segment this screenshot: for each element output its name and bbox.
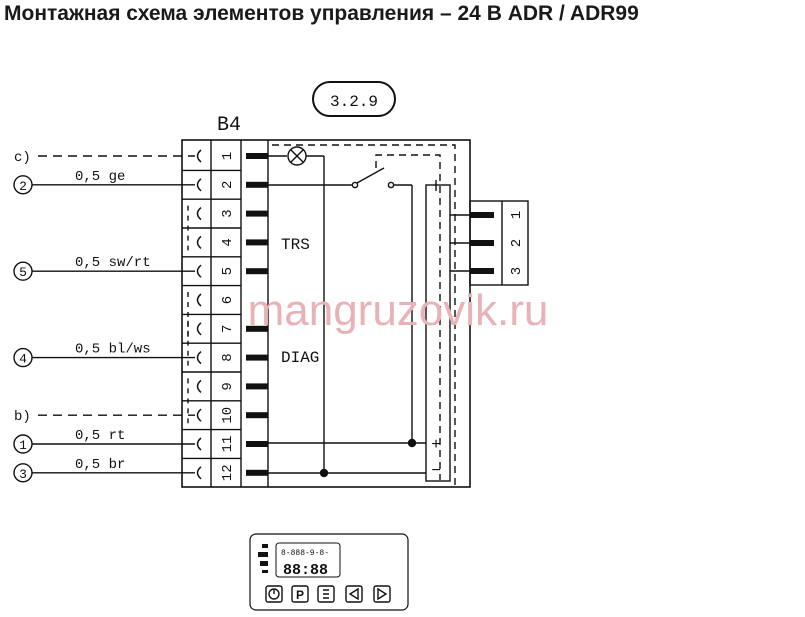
connector-housing [181, 139, 471, 488]
section-ref-text: 3.2.9 [330, 93, 378, 111]
wire-tag: 5 [19, 265, 27, 280]
plus-sign: + [431, 436, 441, 454]
terminal-number: 9 [220, 382, 236, 390]
indicator-lamp-icon [287, 146, 307, 166]
clock-icon[interactable] [265, 585, 283, 603]
trs-label: TRS [281, 236, 310, 254]
terminal-number: 2 [220, 181, 236, 189]
terminal-socket-icon [196, 466, 202, 480]
terminal-number: 1 [220, 152, 236, 160]
terminal-number: 10 [220, 407, 236, 424]
wire-label: 0,5 rt [75, 428, 125, 444]
terminal-pin [246, 268, 268, 275]
display-digits: 88:88 [283, 562, 328, 579]
wire-tag: c) [14, 150, 31, 166]
connector-label: B4 [217, 114, 241, 137]
section-ref-badge: 3.2.9 [312, 81, 396, 117]
terminal-pin [246, 153, 268, 159]
right-pin-label: 1 [509, 211, 525, 219]
right-pin-label: 2 [509, 239, 525, 247]
switch-icon [351, 167, 395, 189]
watermark: mangruzovik.ru [248, 286, 549, 335]
right-pin-label: 3 [509, 267, 525, 275]
terminal-number: 4 [220, 238, 236, 246]
terminal-number: 5 [220, 267, 236, 275]
terminal-number: 11 [220, 436, 236, 453]
internal-enclosure [272, 144, 456, 487]
terminal-socket-icon [196, 351, 202, 365]
terminal-socket-icon [196, 379, 202, 393]
terminal-pin [246, 239, 268, 246]
terminal-number: 6 [220, 296, 236, 304]
terminal-pin [246, 469, 268, 476]
terminal-socket-icon [196, 235, 202, 249]
wire-tag: 1 [19, 438, 27, 453]
terminal-socket-icon [196, 264, 202, 278]
heat-icon[interactable] [317, 585, 335, 603]
terminal-socket-icon [196, 293, 202, 307]
terminal-socket-icon [196, 322, 202, 336]
terminal-number: 12 [220, 464, 236, 481]
wire-tag: b) [14, 409, 31, 425]
wire-label: 0,5 bl/ws [75, 342, 151, 358]
terminal-pin [246, 210, 268, 217]
wire-tag: 3 [19, 467, 27, 482]
terminal-socket-icon [196, 437, 202, 451]
page-title: Монтажная схема элементов управления – 2… [4, 2, 639, 25]
terminal-number: 8 [220, 353, 236, 361]
right-arrow-icon[interactable] [373, 585, 391, 603]
terminal-socket-icon [196, 178, 202, 192]
wire-tag: 4 [19, 352, 27, 367]
terminal-pin [246, 441, 268, 447]
junction-dot [407, 438, 417, 448]
terminal-pin [246, 354, 268, 361]
control-panel: 8-888-9-8- 88:88 P [249, 533, 409, 611]
svg-text:P: P [296, 588, 304, 602]
wire-label: 0,5 sw/rt [75, 255, 151, 271]
junction-dot [319, 468, 329, 478]
terminal-pin [246, 325, 268, 332]
control-module [425, 184, 451, 482]
wire-tag: 2 [19, 179, 27, 194]
terminal-pin [246, 412, 268, 419]
terminal-pin [246, 383, 268, 390]
diag-label: DIAG [281, 349, 319, 367]
minus-sign: − [431, 462, 441, 480]
terminal-number: 3 [220, 209, 236, 217]
terminal-socket-icon [196, 408, 202, 422]
wire-label: 0,5 ge [75, 169, 125, 185]
display-top-text: 8-888-9-8- [281, 549, 329, 558]
terminal-pin [246, 181, 268, 188]
terminal-socket-icon [196, 207, 202, 221]
brand-logo-icon [258, 544, 268, 573]
switch-enclosure [375, 154, 441, 480]
terminal-socket-icon [196, 149, 202, 163]
left-arrow-icon[interactable] [345, 585, 363, 603]
p-icon[interactable]: P [291, 585, 309, 603]
terminal-number: 7 [220, 325, 236, 333]
wire-label: 0,5 br [75, 457, 125, 473]
